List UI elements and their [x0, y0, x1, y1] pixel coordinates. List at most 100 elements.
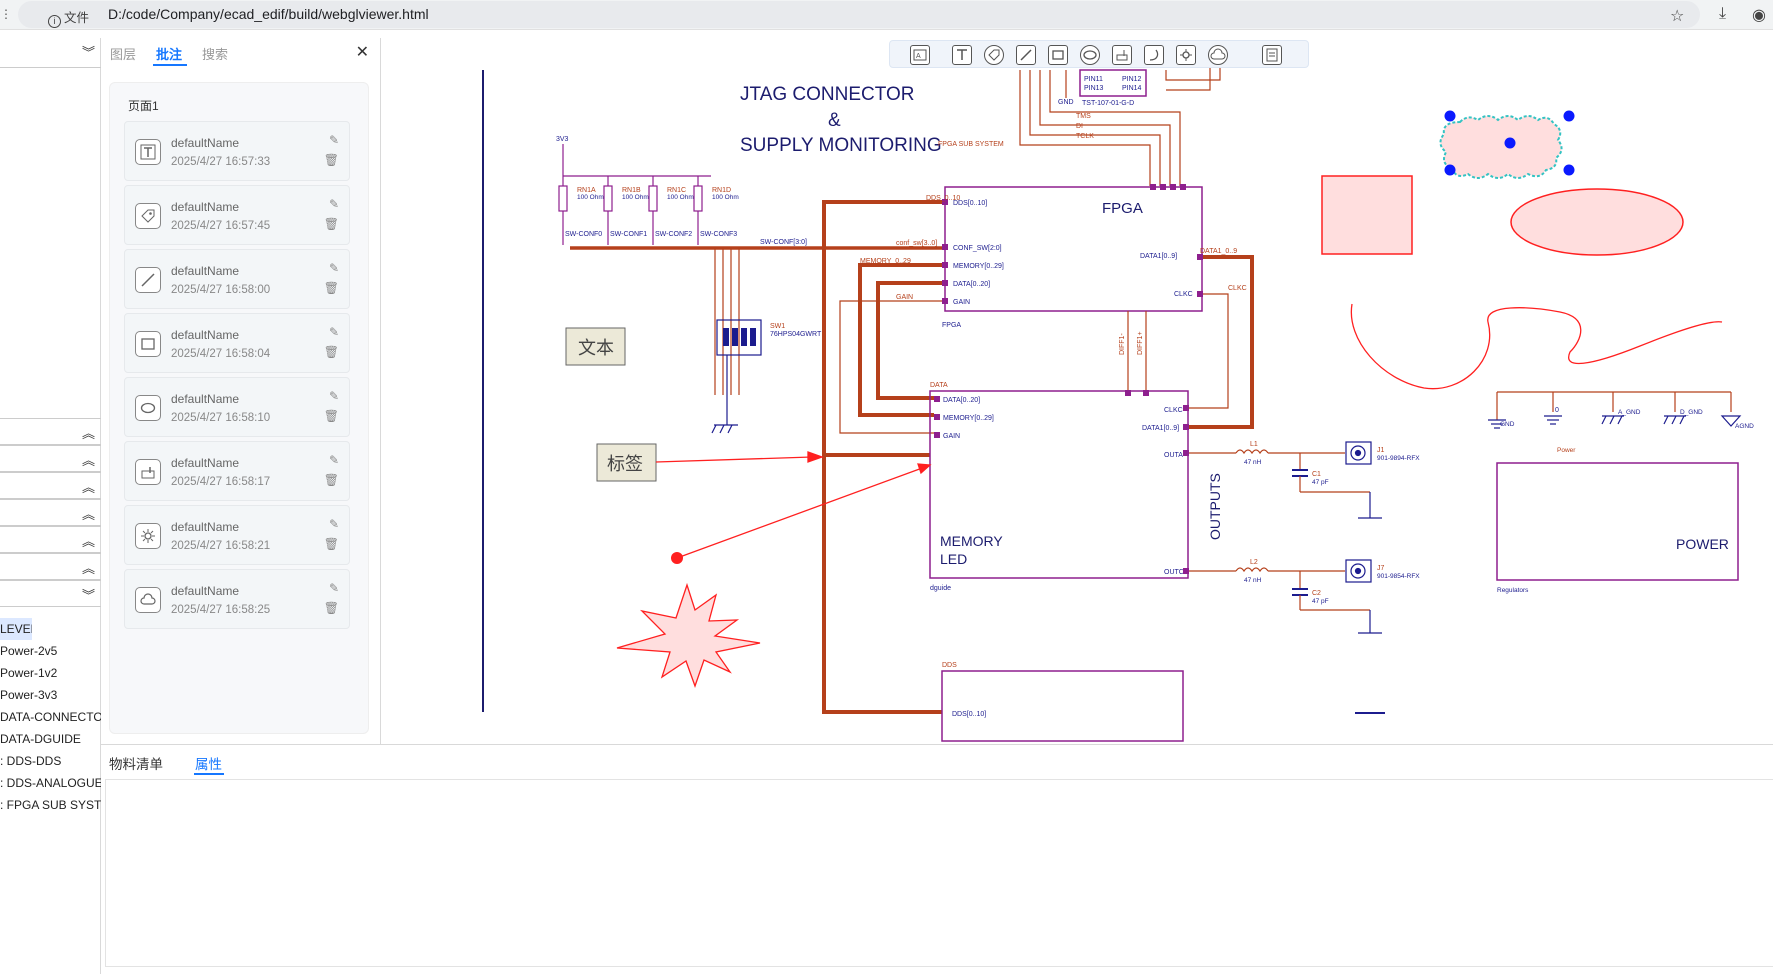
collapse-row[interactable]: ︽ [0, 418, 101, 445]
rf-connector-j1[interactable] [1345, 441, 1382, 519]
collapse-row[interactable]: ︽ [0, 553, 101, 580]
cloud-annotation-selected[interactable] [1439, 115, 1563, 179]
annotation-card[interactable]: defaultName 2025/4/27 16:58:21 ✎ 🗑 [124, 505, 350, 565]
delete-icon[interactable]: 🗑 [323, 409, 339, 423]
delete-icon[interactable]: 🗑 [323, 345, 339, 359]
save-tool-icon[interactable] [1262, 45, 1282, 65]
download-icon[interactable]: ⤓ [1719, 5, 1727, 22]
edit-icon[interactable]: ✎ [328, 453, 339, 467]
ellipse-tool-icon[interactable] [1080, 45, 1100, 65]
level-item[interactable]: : FPGA SUB SYSTEM [0, 798, 101, 812]
line-tool-icon[interactable] [1016, 45, 1036, 65]
tab-properties[interactable]: 属性 [195, 757, 222, 772]
bookmark-star-icon[interactable]: ☆ [1670, 8, 1685, 25]
power-block[interactable]: Power POWER Regulators [1496, 447, 1739, 594]
annotation-card[interactable]: defaultName 2025/4/27 16:58:25 ✎ 🗑 [124, 569, 350, 629]
collapse-row[interactable]: ︾ [0, 580, 101, 607]
cloud-tool-icon[interactable] [1208, 45, 1228, 65]
chevron-up-icon[interactable]: ︽ [81, 507, 95, 522]
output-filter-c[interactable] [1189, 567, 1371, 633]
annotation-card[interactable]: defaultName 2025/4/27 16:58:10 ✎ 🗑 [124, 377, 350, 437]
close-icon[interactable]: ✕ [355, 44, 369, 61]
tab-bom[interactable]: 物料清单 [109, 757, 163, 772]
text-tool-icon[interactable] [952, 45, 972, 65]
chevron-up-icon[interactable]: ︽ [81, 534, 95, 549]
starburst-tool-icon[interactable] [1176, 45, 1196, 65]
annotation-card[interactable]: defaultName 2025/4/27 16:57:45 ✎ 🗑 [124, 185, 350, 245]
delete-icon[interactable]: 🗑 [323, 153, 339, 167]
delete-icon[interactable]: 🗑 [323, 281, 339, 295]
edit-icon[interactable]: ✎ [328, 197, 339, 211]
tag-tool-icon[interactable] [984, 45, 1004, 65]
fpga-block[interactable]: FPGA FPGA DDS[0..10] CONF_SW[2:0] MEMORY… [942, 186, 1203, 329]
dip-switch-sw1[interactable]: SW1 76HPS04GWRT [716, 319, 822, 356]
collapse-row[interactable]: ︽ [0, 526, 101, 553]
delete-icon[interactable]: 🗑 [323, 217, 339, 231]
edit-icon[interactable]: ✎ [328, 581, 339, 595]
arrow-annotation[interactable] [655, 451, 824, 463]
delete-icon[interactable]: 🗑 [323, 473, 339, 487]
chevron-down-icon[interactable]: ︾ [81, 45, 95, 60]
annotation-time: 2025/4/27 16:58:17 [171, 476, 271, 488]
freehand-annotation-icon [135, 459, 161, 485]
level-item[interactable]: : DDS-ANALOGUE - [0, 776, 101, 790]
edit-icon[interactable]: ✎ [328, 133, 339, 147]
edit-icon[interactable]: ✎ [328, 261, 339, 275]
chevron-up-icon[interactable]: ︽ [81, 426, 95, 441]
edit-icon[interactable]: ✎ [328, 517, 339, 531]
rf-connector-j7[interactable] [1345, 559, 1382, 634]
level-item[interactable]: DATA-DGUIDE [0, 732, 81, 746]
page-info-icon[interactable]: ⋮ [0, 7, 12, 21]
starburst-annotation[interactable] [616, 582, 761, 688]
profile-icon[interactable]: ◉ [1752, 7, 1766, 24]
schematic-canvas[interactable]: JTAG CONNECTOR & SUPPLY MONITORING FPGA … [382, 68, 1773, 744]
level-item[interactable]: LEVEL [0, 618, 32, 640]
level-item[interactable]: Power-3v3 [0, 688, 58, 702]
resistor-network[interactable] [558, 144, 711, 245]
annotation-card[interactable]: defaultName 2025/4/27 16:58:04 ✎ 🗑 [124, 313, 350, 373]
level-item[interactable]: : DDS-DDS [0, 754, 62, 768]
ellipse-annotation[interactable] [1510, 188, 1684, 256]
jtag-connector[interactable]: PIN11 PIN13 PIN12 PIN14 TST-107-01-G-D G… [1058, 69, 1147, 107]
output-filter-a[interactable] [1189, 449, 1371, 518]
chevron-up-icon[interactable]: ︽ [81, 480, 95, 495]
annotation-card[interactable]: defaultName 2025/4/27 16:58:00 ✎ 🗑 [124, 249, 350, 309]
collapse-row-top[interactable]: ︾ [0, 38, 101, 68]
selection-handles[interactable] [1444, 110, 1575, 176]
tab-layers[interactable]: 图层 [110, 47, 137, 62]
arc-tool-icon[interactable] [1144, 45, 1164, 65]
image-tool-icon[interactable]: A [910, 45, 930, 65]
chevron-up-icon[interactable]: ︽ [81, 561, 95, 576]
level-item[interactable]: DATA-CONNECTOR [0, 710, 101, 724]
tab-annotations[interactable]: 批注 [156, 47, 183, 62]
rectangle-tool-icon[interactable] [1048, 45, 1068, 65]
annotation-name: defaultName [171, 456, 240, 470]
collapse-row[interactable]: ︽ [0, 472, 101, 499]
level-item[interactable]: Power-2v5 [0, 644, 58, 658]
rectangle-annotation[interactable] [1321, 175, 1413, 255]
text-annotation[interactable]: 文本 [565, 327, 626, 366]
dds-block[interactable]: DDS DDS[0..10] [941, 662, 1184, 742]
line-annotation[interactable] [671, 463, 932, 564]
edit-icon[interactable]: ✎ [328, 325, 339, 339]
level-item[interactable]: Power-1v2 [0, 666, 58, 680]
delete-icon[interactable]: 🗑 [323, 601, 339, 615]
freehand-annotation[interactable] [1350, 303, 1723, 390]
url-text[interactable]: D:/code/Company/ecad_edif/build/webglvie… [108, 6, 429, 22]
svg-text:DATA: DATA [930, 382, 948, 389]
delete-icon[interactable]: 🗑 [323, 537, 339, 551]
freehand-tool-icon[interactable] [1112, 45, 1132, 65]
annotation-card[interactable]: defaultName 2025/4/27 16:58:17 ✎ 🗑 [124, 441, 350, 501]
collapse-row[interactable]: ︽ [0, 445, 101, 472]
collapse-row[interactable]: ︽ [0, 499, 101, 526]
svg-text:dguide: dguide [930, 585, 951, 592]
chevron-up-icon[interactable]: ︽ [81, 453, 95, 468]
chevron-down-icon[interactable]: ︾ [81, 588, 95, 603]
annotation-card[interactable]: defaultName 2025/4/27 16:57:33 ✎ 🗑 [124, 121, 350, 181]
tag-annotation[interactable]: 标签 [596, 443, 657, 482]
edit-icon[interactable]: ✎ [328, 389, 339, 403]
tab-search[interactable]: 搜索 [202, 47, 229, 62]
memory-block[interactable]: MEMORY LED dguide DATA DATA[0..20] MEMOR… [929, 382, 1189, 592]
